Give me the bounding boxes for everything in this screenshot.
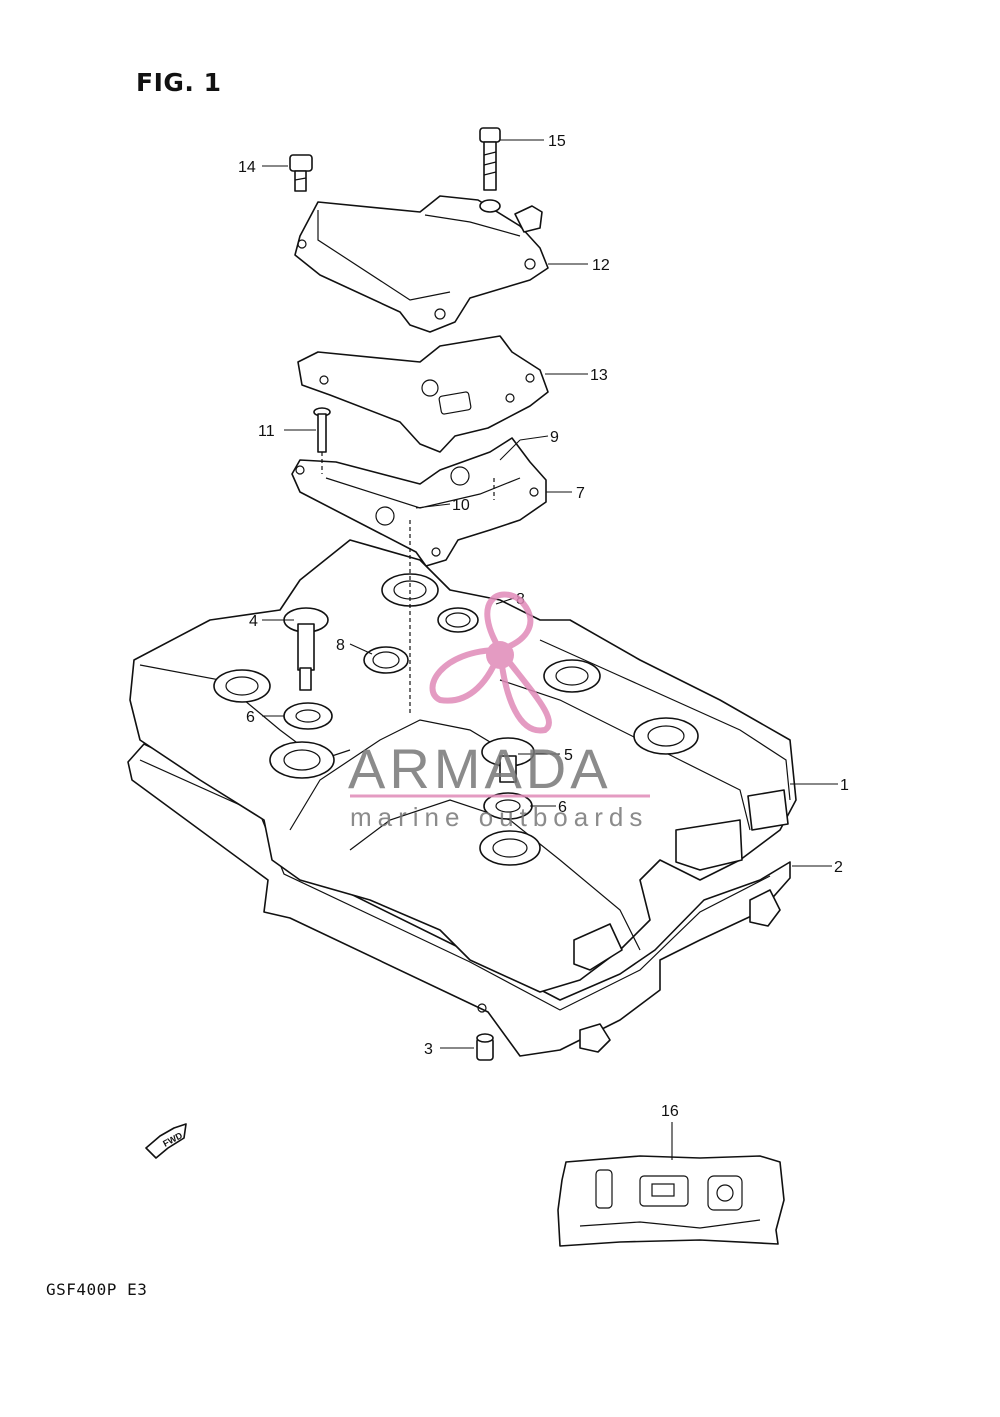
- callout-3: 3: [424, 1041, 433, 1058]
- figure-title: FIG. 1: [136, 68, 222, 97]
- watermark-tagline: marine outboards: [350, 802, 648, 832]
- breather-cover-12: [294, 195, 549, 333]
- callout-4: 4: [249, 613, 258, 630]
- seal-8a: [437, 607, 479, 633]
- seal-8b: [363, 646, 409, 674]
- watermark-brand: ARMADA: [348, 737, 612, 800]
- model-code: GSF400P E3: [46, 1280, 148, 1299]
- callout-12: 12: [592, 257, 610, 274]
- gasket-13: [297, 335, 549, 453]
- leader-lines: [262, 139, 838, 1160]
- callout-2: 2: [834, 859, 843, 876]
- breather-plate-7: [291, 437, 547, 567]
- callout-16: 16: [661, 1103, 679, 1120]
- fwd-arrow-icon: FWD: [145, 1123, 187, 1159]
- callout-13: 13: [590, 367, 608, 384]
- callout-11: 11: [258, 423, 275, 440]
- propeller-logo-icon: [429, 591, 552, 734]
- washer-6a: [283, 702, 333, 730]
- bolt-4: [283, 607, 329, 691]
- callout-14: 14: [238, 159, 256, 176]
- callout-6b: 6: [558, 799, 567, 816]
- callout-15: 15: [548, 133, 566, 150]
- callout-10: 10: [452, 497, 470, 514]
- callout-5: 5: [564, 747, 573, 764]
- callout-8b: 8: [336, 637, 345, 654]
- bolt-14: [289, 154, 313, 192]
- dowel-pin-3: [476, 1033, 494, 1061]
- screw-11: [313, 407, 331, 453]
- gasket-set-16: [557, 1155, 785, 1247]
- bolt-15: [479, 127, 501, 191]
- armada-watermark: ARMADA marine outboards: [348, 591, 650, 832]
- callout-7: 7: [576, 485, 585, 502]
- callout-6a: 6: [246, 709, 255, 726]
- callout-1: 1: [840, 777, 849, 794]
- callout-9: 9: [550, 429, 559, 446]
- bolt-5: [481, 737, 535, 783]
